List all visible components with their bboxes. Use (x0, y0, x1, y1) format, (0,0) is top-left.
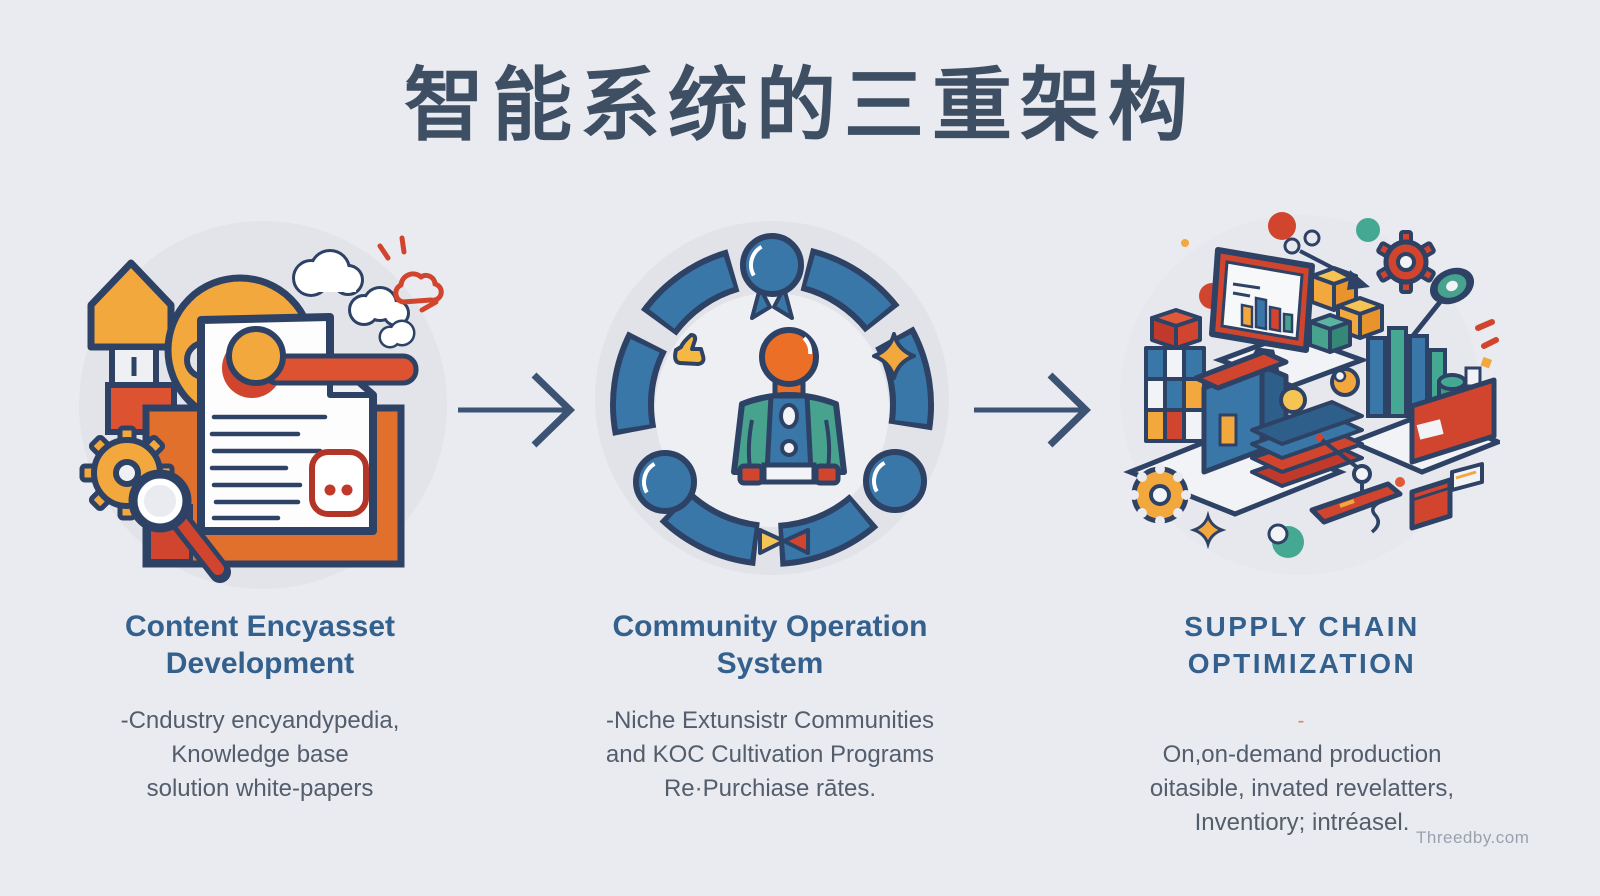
heading-line: Development (165, 647, 355, 680)
supply-chain-scene-icon (1120, 212, 1505, 575)
red-dashes-icon (1475, 319, 1499, 349)
dot-ring (1303, 229, 1321, 247)
member-node-icon (633, 450, 697, 514)
column-body: - On,on-demand production oitasible, inva… (1082, 704, 1522, 840)
body-line: Inventiory; intréasel. (1194, 809, 1410, 836)
books-stack-icon (1250, 400, 1364, 488)
dot-teal (1356, 218, 1380, 242)
orange-dot-mid-hole (1333, 369, 1347, 383)
member-node-icon (863, 449, 927, 513)
orange-chip (1480, 356, 1493, 369)
arrow-right-icon (966, 362, 1106, 463)
bullet-dash: - (1297, 710, 1305, 732)
page-title: 智能系统的三重架构 (404, 61, 1196, 150)
dot-orange-small (1181, 239, 1189, 247)
magnifier-icon (128, 469, 231, 583)
column-heading: Community Operation System (550, 608, 990, 682)
person-icon (731, 327, 847, 486)
pen-icon (222, 326, 419, 398)
flow-arrow-icon (1283, 237, 1370, 290)
red-dot-small (1395, 477, 1405, 487)
content-asset-illustration (68, 210, 468, 605)
community-illustration (592, 220, 952, 587)
document-scene-icon (79, 221, 447, 589)
orange-donut-icon (1129, 464, 1191, 526)
column-supply-chain: SUPPLY CHAIN OPTIMIZATION - On,on-demand … (1082, 608, 1522, 840)
body-line: solution white-papers (146, 775, 374, 802)
yellow-dot-mid (1279, 386, 1307, 414)
folder-icon (1409, 477, 1453, 531)
thumbs-up-icon (673, 333, 706, 366)
body-line-text: On,on-demand production (1162, 741, 1442, 768)
container-icon (1409, 366, 1497, 465)
body-line: and KOC Cultivation Programs (605, 741, 935, 768)
column-heading: Content Encyasset Development (40, 608, 480, 682)
teal-circle-hole (1267, 523, 1289, 545)
cloud-icon (292, 249, 416, 349)
column-heading: SUPPLY CHAIN OPTIMIZATION (1082, 608, 1522, 682)
seal-stamp-icon (309, 449, 369, 517)
body-line: Knowledge base (171, 741, 349, 768)
arrow-right-icon (450, 362, 590, 463)
tape-roll-icon (1392, 267, 1475, 360)
heading-line: Content Encyasset (124, 610, 396, 643)
envelope-icon (1450, 462, 1484, 492)
watermark: Threedby.com (1416, 828, 1530, 847)
crate-tower-icon (1144, 308, 1206, 443)
column-body: -Niche Extunsistr Communities and KOC Cu… (550, 704, 990, 806)
red-cloud-icon (393, 271, 444, 305)
sun-rays-icon (377, 235, 439, 313)
column-community: Community Operation System -Niche Extuns… (550, 608, 990, 806)
bowtie-icon (758, 528, 810, 555)
body-line: - On,on-demand production (1082, 704, 1522, 772)
squiggle-icon (1370, 500, 1381, 534)
ring-segments (610, 247, 934, 567)
heading-line: OPTIMIZATION (1187, 648, 1417, 679)
medal-icon (740, 233, 804, 320)
sparkle-star-icon (872, 332, 916, 380)
heading-line: System (716, 647, 824, 680)
heading-line: SUPPLY CHAIN (1184, 611, 1420, 642)
dot-red (1268, 212, 1296, 240)
red-gear-icon (1376, 230, 1436, 294)
stylus-icon (1316, 434, 1372, 494)
body-line: Re·Purchiase rātes. (663, 775, 877, 802)
community-ring-icon (595, 221, 949, 575)
supply-chain-illustration (1100, 210, 1505, 583)
column-content-asset: Content Encyasset Development -Cndustry … (40, 608, 480, 806)
star-small-icon (1189, 510, 1227, 550)
heading-line: Community Operation (612, 610, 928, 643)
sled-icon (1309, 481, 1403, 525)
column-body: -Cndustry encyandypedia, Knowledge base … (40, 704, 480, 806)
body-line: oitasible, invated revelatters, (1149, 775, 1455, 802)
body-line: -Niche Extunsistr Communities (605, 707, 935, 734)
body-line: -Cndustry encyandypedia, (120, 707, 400, 734)
